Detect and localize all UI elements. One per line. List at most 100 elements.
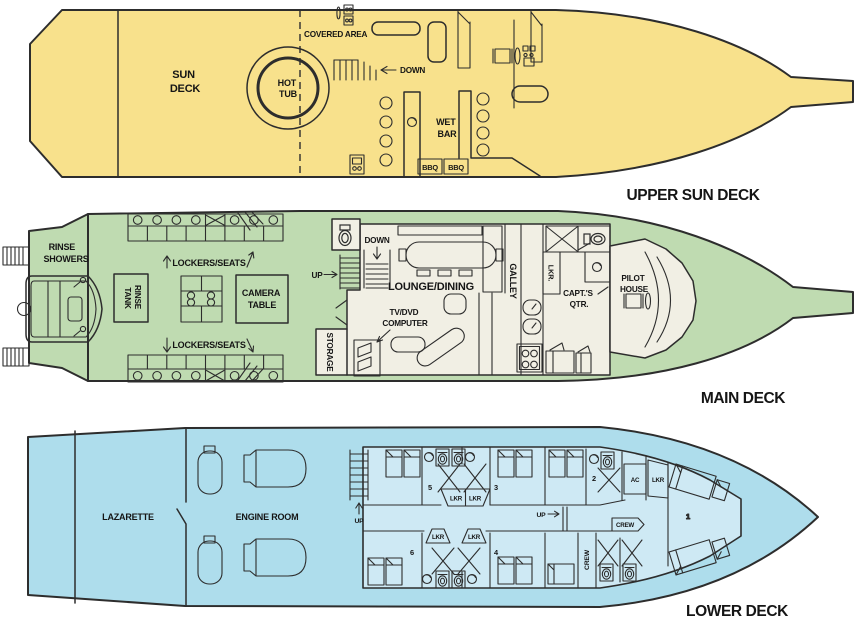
shower-icon [621,539,643,567]
crew-side-label: CREW [584,549,591,570]
head-bottom [421,547,481,589]
upper-helm-station [492,45,536,67]
rinse-shower-icons [73,276,87,337]
lazarette-wall [176,428,187,606]
up-arrow-corridor [547,506,568,532]
up-label-stern: UP [354,518,364,525]
bbq-right-box [443,158,469,175]
stairs-up-stern [349,449,369,515]
lkr-label: LKR [469,496,482,503]
outboard-motor-icon [16,301,32,317]
fwd-locker: LKR [647,459,669,499]
helm-console [644,251,672,348]
down-label-upper: DOWN [400,66,425,75]
dive-gear-table [180,275,223,323]
helm-chair [623,292,652,310]
shower-icon [437,463,461,493]
toilet-icon [338,224,352,247]
shower-icon [431,547,455,575]
instrument-console-icon [336,4,354,26]
shower-icon [457,547,481,575]
cabin-5: 5 [385,449,432,492]
upper-hull-outline [29,9,854,178]
up-arrow-main [323,270,338,279]
x-table-icon [205,214,225,226]
lkr-label: LKR [468,534,481,541]
cabin-1-number: 1 [686,512,690,521]
bar-stools [379,92,490,167]
engine-room-label: ENGINE ROOM [236,512,299,522]
tv-cabinet [353,339,381,377]
radar-arch-supports [457,9,549,109]
bench-seat [371,21,421,36]
up-label-main: UP [312,271,324,280]
lockers-seats-top [127,213,284,242]
dining-table [398,241,504,277]
ac-label: AC [631,477,640,484]
lower-deck: LAZARETTE ENGINE ROOM UP UP [27,426,819,619]
captains-quarters: LKR. CAPT.'S QTR. [542,225,611,374]
x-table-icon [205,369,225,382]
shower-icon [597,539,619,567]
galley: GALLEY [504,223,544,376]
cabin-4: 4 [494,548,533,585]
cabin-6: 6 [367,548,414,586]
equipment-box-icon [349,154,365,175]
crew-fwd-label: CREW [616,522,634,529]
cabin-2: 2 [548,449,621,493]
wheel-icon [514,47,521,65]
ac-closet: AC [623,463,647,495]
cabin-walls [362,446,669,589]
sun-deck-label: SUN DECK [170,69,201,95]
hot-tub: HOT TUB [246,46,330,130]
lockers-seats-bottom-arrows [162,337,255,353]
lkr-label: LKR [652,477,665,484]
lockers-bottom-row: LKR LKR [425,528,487,544]
pilot-house: PILOT HOUSE [609,238,697,359]
lounge-dining-label: LOUNGE/DINING [388,281,474,293]
camera-table: CAMERA TABLE [235,274,289,324]
wet-bar-label: WET BAR [436,117,458,139]
deck-title-lower: LOWER DECK [686,603,789,619]
stove-icon [516,343,543,373]
lounge-sofas [390,292,493,376]
deck-title-main: MAIN DECK [701,390,786,407]
lockers-top-row: LKR LKR [440,488,491,507]
pilot-house-label: PILOT HOUSE [620,274,649,294]
upper-sun-deck: COVERED AREA SUN DECK HOT TUB DOWN [29,4,854,204]
cabin-3: 3 [494,449,533,492]
lockers-seats-top-label: LOCKERS/SEATS [172,258,245,268]
down-arrow-main [372,246,382,260]
head-top-left [423,448,487,493]
cabin-1: 1 [668,463,731,576]
wheel-icon [644,292,652,310]
corner-seat [427,21,447,63]
capt-berths [545,342,592,374]
engines [243,449,307,577]
boarding-ladders [2,246,30,367]
fridge-icons [522,299,542,335]
cabin-2-number: 2 [592,474,596,483]
shower-icon [597,467,621,493]
storage-label: STORAGE [325,333,334,373]
cabin-5-number: 5 [428,483,432,492]
wet-bar: WET BAR BBQ BBQ [349,90,541,177]
deck-title-upper: UPPER SUN DECK [626,187,760,204]
shower-icon [463,463,487,493]
sideboard-counter [397,225,483,236]
stairs-down-main [363,249,391,289]
fuel-tanks [197,445,223,585]
galley-partition [482,225,503,293]
rinse-tank-label: RINSE TANK [123,285,142,311]
crew-quarters: CREW CREW [547,517,645,585]
stairs-down-upper [333,59,377,81]
rinse-showers-label: RINSE SHOWERS [43,242,88,264]
lockers-seats-bottom-label: LOCKERS/SEATS [172,340,245,350]
bbq-left-label: BBQ [422,163,438,172]
galley-label: GALLEY [508,263,518,298]
lkr-label: LKR [432,534,445,541]
cabin-6-number: 6 [410,548,414,557]
lockers-seats-bottom [127,354,284,383]
